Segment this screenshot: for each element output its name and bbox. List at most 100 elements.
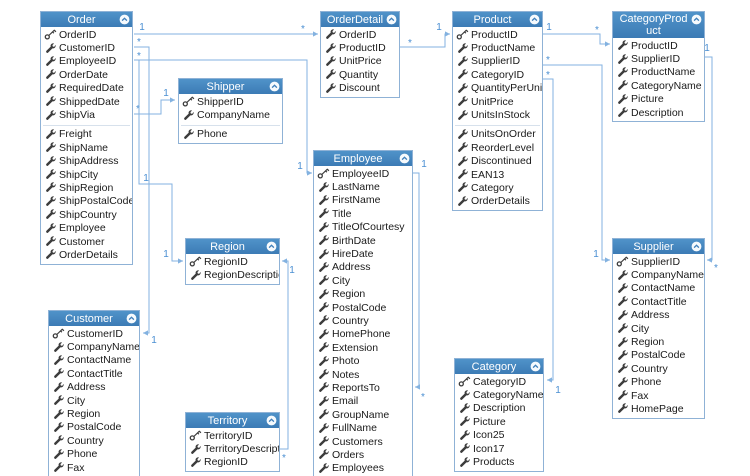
field-row[interactable]: CustomerID: [41, 41, 132, 54]
connector-employee-reportsto[interactable]: 1*: [413, 159, 427, 403]
collapse-button[interactable]: [266, 415, 277, 426]
field-row[interactable]: ProductID: [453, 28, 542, 41]
field-row[interactable]: EmployeeID: [314, 167, 412, 180]
field-row[interactable]: CategoryID: [453, 68, 542, 81]
connector-product-category[interactable]: *1: [543, 70, 561, 396]
collapse-button[interactable]: [119, 14, 130, 25]
field-row[interactable]: Picture: [613, 93, 704, 106]
field-row[interactable]: RequiredDate: [41, 82, 132, 95]
field-row[interactable]: CompanyName: [49, 340, 139, 353]
collapse-button[interactable]: [399, 153, 410, 164]
field-row[interactable]: ShipCity: [41, 168, 132, 181]
field-row[interactable]: GroupName: [314, 408, 412, 421]
field-row[interactable]: ContactTitle: [49, 367, 139, 380]
field-row[interactable]: Region: [49, 407, 139, 420]
field-row[interactable]: ProductID: [321, 41, 399, 54]
field-row[interactable]: Description: [455, 402, 543, 415]
field-row[interactable]: ShipCountry: [41, 208, 132, 221]
field-row[interactable]: Icon17: [455, 442, 543, 455]
field-row[interactable]: City: [613, 322, 704, 335]
table-header[interactable]: Supplier: [613, 239, 704, 254]
field-row[interactable]: City: [314, 274, 412, 287]
collapse-button[interactable]: [691, 241, 702, 252]
field-row[interactable]: Photo: [314, 354, 412, 367]
field-row[interactable]: CustomerID: [49, 327, 139, 340]
table-header[interactable]: Region: [186, 239, 279, 254]
field-row[interactable]: PostalCode: [314, 301, 412, 314]
field-row[interactable]: Fax: [613, 389, 704, 402]
field-row[interactable]: CategoryName: [455, 388, 543, 401]
field-row[interactable]: ProductID: [613, 39, 704, 52]
field-row[interactable]: Freight: [41, 128, 132, 141]
connector-order-orderdetail[interactable]: 1*: [134, 22, 318, 37]
field-row[interactable]: Country: [314, 314, 412, 327]
field-row[interactable]: Employee: [41, 221, 132, 234]
field-row[interactable]: ShipAddress: [41, 155, 132, 168]
field-row[interactable]: UnitPrice: [453, 95, 542, 108]
field-row[interactable]: ProductName: [613, 66, 704, 79]
table-territory[interactable]: TerritoryTerritoryIDTerritoryDescriptioR…: [185, 412, 280, 473]
field-row[interactable]: RegionID: [186, 255, 279, 268]
field-row[interactable]: RegionDescription: [186, 268, 279, 281]
connector-order-region[interactable]: 11: [138, 60, 183, 264]
field-row[interactable]: Fax: [49, 461, 139, 474]
field-row[interactable]: Notes: [314, 368, 412, 381]
field-row[interactable]: ProductName: [453, 41, 542, 54]
table-header[interactable]: Category: [455, 359, 543, 374]
field-row[interactable]: RegionID: [186, 456, 279, 469]
field-row[interactable]: CompanyName: [179, 108, 282, 121]
field-row[interactable]: Discontinued: [453, 155, 542, 168]
field-row[interactable]: FullName: [314, 421, 412, 434]
field-row[interactable]: City: [49, 394, 139, 407]
field-row[interactable]: TerritoryID: [186, 429, 279, 442]
connector-product-categoryproduct[interactable]: 1*: [543, 22, 610, 47]
table-header[interactable]: Territory: [186, 413, 279, 428]
field-row[interactable]: OrderID: [41, 28, 132, 41]
field-row[interactable]: SupplierID: [613, 52, 704, 65]
field-row[interactable]: ShipVia: [41, 108, 132, 121]
table-header[interactable]: Customer: [49, 311, 139, 326]
field-row[interactable]: Phone: [613, 376, 704, 389]
connector-product-supplier[interactable]: *1: [543, 55, 610, 263]
table-header[interactable]: Shipper: [179, 79, 282, 94]
table-header[interactable]: Order: [41, 12, 132, 27]
field-row[interactable]: Address: [613, 309, 704, 322]
field-row[interactable]: Category: [453, 181, 542, 194]
field-row[interactable]: ContactName: [613, 282, 704, 295]
field-row[interactable]: ContactTitle: [613, 295, 704, 308]
field-row[interactable]: PostalCode: [49, 421, 139, 434]
field-row[interactable]: Address: [49, 381, 139, 394]
field-row[interactable]: ShipRegion: [41, 181, 132, 194]
field-row[interactable]: OrderID: [321, 28, 399, 41]
field-row[interactable]: PostalCode: [613, 349, 704, 362]
field-row[interactable]: Quantity: [321, 68, 399, 81]
field-row[interactable]: FirstName: [314, 194, 412, 207]
field-row[interactable]: Employees: [314, 462, 412, 475]
field-row[interactable]: ReportsTo: [314, 381, 412, 394]
field-row[interactable]: ReorderLevel: [453, 141, 542, 154]
field-row[interactable]: Region: [613, 335, 704, 348]
field-row[interactable]: Icon25: [455, 429, 543, 442]
field-row[interactable]: ShippedDate: [41, 95, 132, 108]
field-row[interactable]: HomePhone: [314, 328, 412, 341]
field-row[interactable]: ContactName: [49, 354, 139, 367]
field-row[interactable]: OrderDetails: [453, 195, 542, 208]
field-row[interactable]: UnitsOnOrder: [453, 128, 542, 141]
collapse-button[interactable]: [530, 361, 541, 372]
field-row[interactable]: Products: [455, 455, 543, 468]
field-row[interactable]: Extension: [314, 341, 412, 354]
collapse-button[interactable]: [529, 14, 540, 25]
field-row[interactable]: Country: [613, 362, 704, 375]
field-row[interactable]: CategoryName: [613, 79, 704, 92]
field-row[interactable]: CompanyName: [613, 268, 704, 281]
field-row[interactable]: UnitPrice: [321, 55, 399, 68]
field-row[interactable]: OrderDate: [41, 68, 132, 81]
